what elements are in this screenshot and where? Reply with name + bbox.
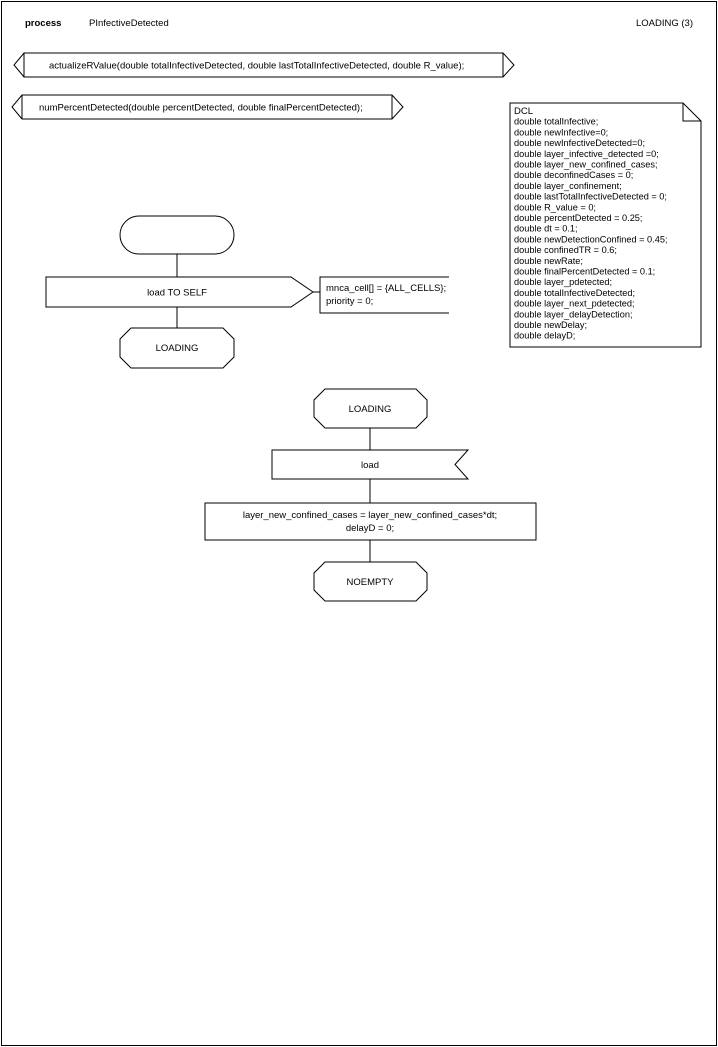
state-label: NOEMPTY xyxy=(347,577,395,588)
dcl-line: double newDetectionConfined = 0.45; xyxy=(514,234,668,244)
dcl-text: DCL double totalInfective;double newInfe… xyxy=(514,106,668,341)
dcl-line: double confinedTR = 0.6; xyxy=(514,245,617,255)
start-symbol[interactable] xyxy=(119,215,235,255)
dcl-line: double layer_infective_detected =0; xyxy=(514,149,659,159)
dcl-line: double newDelay; xyxy=(514,320,587,330)
start-transition xyxy=(176,254,320,328)
page-label: LOADING (3) xyxy=(636,18,693,29)
comment-line-2: priority = 0; xyxy=(326,296,373,307)
procedure-actualize-r-value[interactable]: actualizeRValue(double totalInfectiveDet… xyxy=(13,52,515,78)
comment-line-1: mnca_cell[] = {ALL_CELLS}; xyxy=(326,283,446,294)
comment-block[interactable]: mnca_cell[] = {ALL_CELLS}; priority = 0; xyxy=(319,276,449,314)
dcl-line: double deconfinedCases = 0; xyxy=(514,170,633,180)
output-signal-load-to-self[interactable]: load TO SELF xyxy=(45,276,314,308)
input-signal-load[interactable]: load xyxy=(271,449,470,480)
process-keyword: process xyxy=(25,18,61,29)
dcl-line: double newInfective=0; xyxy=(514,127,608,137)
dcl-line: double dt = 0.1; xyxy=(514,224,578,234)
process-name: PInfectiveDetected xyxy=(89,18,169,29)
dcl-line: double newInfectiveDetected=0; xyxy=(514,138,645,148)
dcl-line: double layer_new_confined_cases; xyxy=(514,160,658,170)
dcl-line: double layer_confinement; xyxy=(514,181,622,191)
task-block[interactable]: layer_new_confined_cases = layer_new_con… xyxy=(204,502,537,541)
dcl-line: double layer_pdetected; xyxy=(514,277,612,287)
next-state-loading[interactable]: LOADING xyxy=(119,327,235,369)
dcl-line: double percentDetected = 0.25; xyxy=(514,213,642,223)
dcl-title: DCL xyxy=(514,106,533,117)
dcl-line: double newRate; xyxy=(514,256,583,266)
dcl-line: double lastTotalInfectiveDetected = 0; xyxy=(514,192,667,202)
dcl-line: double totalInfective; xyxy=(514,117,598,127)
dcl-line: double R_value = 0; xyxy=(514,202,596,212)
dcl-line: double totalInfectiveDetected; xyxy=(514,288,635,298)
state-label: LOADING xyxy=(349,404,392,415)
dcl-line: double finalPercentDetected = 0.1; xyxy=(514,266,655,276)
procedure-label: numPercentDetected(double percentDetecte… xyxy=(39,103,363,114)
state-loading[interactable]: LOADING xyxy=(313,388,428,429)
task-line-2: delayD = 0; xyxy=(346,523,394,534)
task-line-1: layer_new_confined_cases = layer_new_con… xyxy=(243,510,497,521)
next-state-noempty[interactable]: NOEMPTY xyxy=(313,561,428,602)
dcl-line: double layer_next_pdetected; xyxy=(514,299,635,309)
output-label: load TO SELF xyxy=(147,288,207,299)
input-label: load xyxy=(361,460,379,471)
dcl-block[interactable]: DCL double totalInfective;double newInfe… xyxy=(509,102,702,348)
dcl-line: double delayD; xyxy=(514,331,575,341)
procedure-label: actualizeRValue(double totalInfectiveDet… xyxy=(49,61,464,72)
dcl-line: double layer_delayDetection; xyxy=(514,309,633,319)
state-label: LOADING xyxy=(156,343,199,354)
procedure-num-percent-detected[interactable]: numPercentDetected(double percentDetecte… xyxy=(11,94,404,120)
